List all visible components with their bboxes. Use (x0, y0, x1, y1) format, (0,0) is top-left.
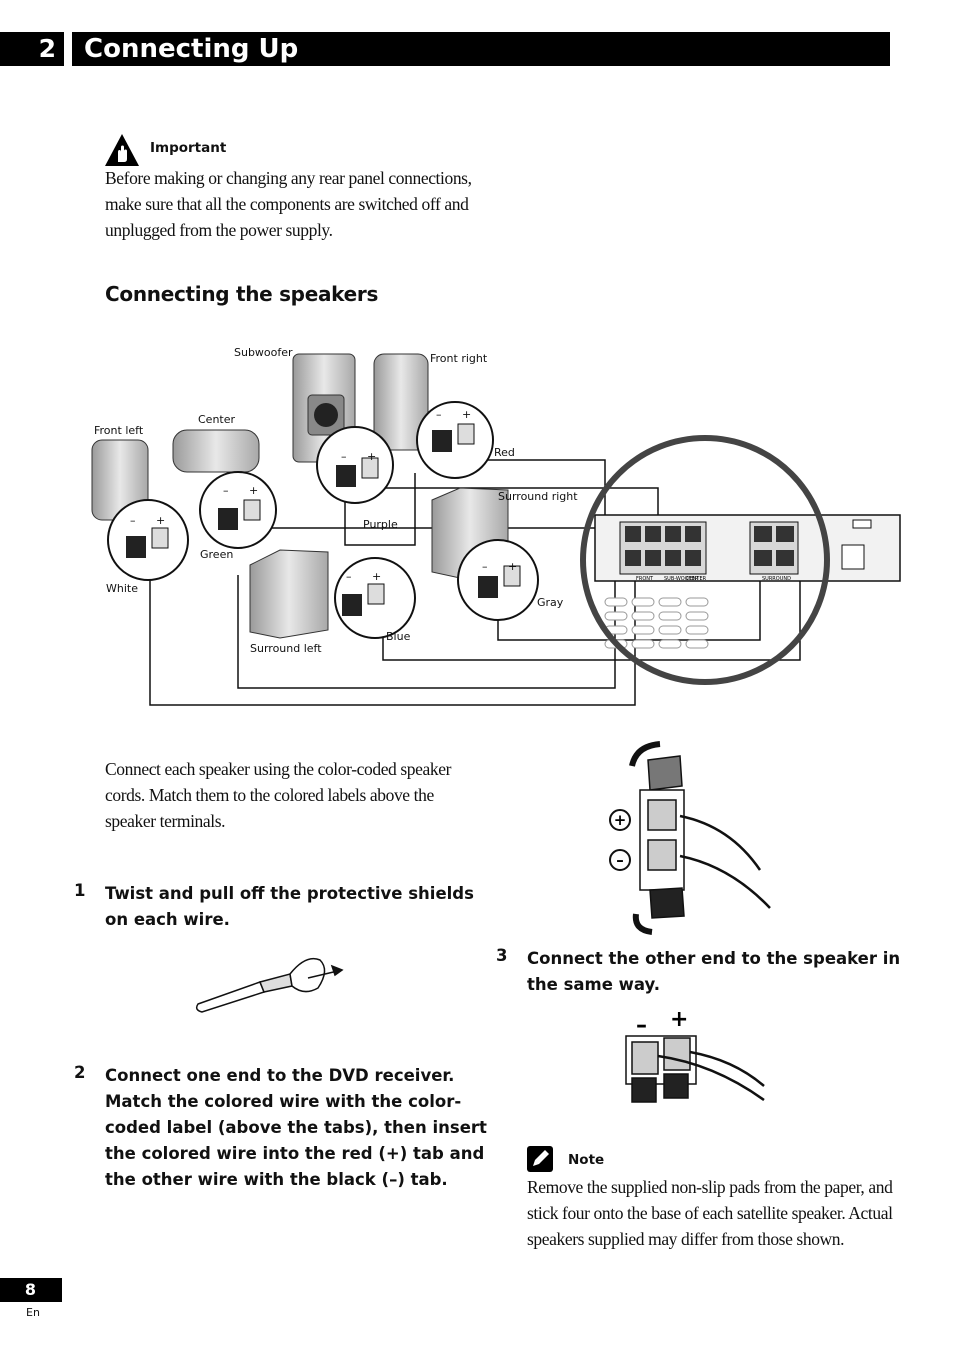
important-label: Important (150, 140, 227, 156)
minus-symbol-icon (609, 849, 631, 871)
chapter-number: 2 (0, 32, 64, 66)
svg-text:–: – (636, 1013, 647, 1038)
step-3-number: 3 (496, 946, 508, 965)
label-green: Green (200, 548, 233, 561)
svg-text:–: – (616, 851, 624, 869)
step-3-text: Connect the other end to the speaker in … (527, 949, 901, 994)
note-label: Note (568, 1152, 605, 1168)
label-surround-right: Surround right (498, 490, 578, 503)
receiver-rear-panel: FRONT SUB-WOOFER CENTER SURROUND (594, 514, 901, 649)
svg-text:–: – (346, 570, 352, 583)
label-red: Red (494, 446, 515, 459)
svg-text:–: – (341, 450, 347, 463)
svg-text:+: + (372, 570, 381, 583)
svg-text:+: + (249, 484, 258, 497)
svg-text:SUB-WOOFER: SUB-WOOFER (664, 576, 699, 582)
label-center: Center (198, 413, 236, 426)
svg-text:+: + (367, 450, 376, 463)
terminal-front-right (416, 401, 494, 479)
step-2-text: Connect one end to the DVD receiver. Mat… (105, 1066, 487, 1189)
note-pencil-icon (527, 1146, 553, 1172)
speaker-connection-diagram: Subwoofer Front right Center Front left … (91, 346, 901, 706)
svg-text:CENTER: CENTER (686, 576, 707, 582)
svg-text:+: + (462, 408, 471, 421)
surround-left-speaker (249, 549, 329, 639)
svg-text:–: – (130, 514, 136, 527)
page-language: En (26, 1306, 40, 1319)
important-text: Before making or changing any rear panel… (105, 168, 472, 240)
label-purple: Purple (363, 518, 398, 531)
speaker-terminal-figure: – + (625, 1007, 765, 1103)
intro-text: Connect each speaker using the color-cod… (105, 759, 452, 831)
svg-text:+: + (156, 514, 165, 527)
wire-shield-figure (195, 957, 344, 1013)
svg-text:+: + (508, 560, 517, 573)
label-front-right: Front right (430, 352, 488, 365)
svg-text:–: – (436, 408, 442, 421)
subwoofer-speaker (292, 353, 356, 463)
step-1-text: Twist and pull off the protective shield… (105, 884, 474, 929)
receiver-terminal-figure: + – (609, 741, 771, 935)
label-white: White (106, 582, 138, 595)
svg-text:+: + (670, 1007, 688, 1032)
magnifier-circle (580, 435, 830, 685)
step-2-number: 2 (74, 1063, 86, 1082)
svg-text:–: – (223, 484, 229, 497)
plus-symbol-icon (609, 809, 631, 831)
warning-hand-icon (105, 134, 139, 166)
label-subwoofer: Subwoofer (234, 346, 293, 359)
front-right-speaker (373, 353, 429, 451)
label-gray: Gray (537, 596, 564, 609)
terminal-front-left (107, 499, 189, 581)
svg-text:SURROUND: SURROUND (762, 576, 791, 582)
svg-text:–: – (482, 560, 488, 573)
note-text: Remove the supplied non-slip pads from t… (527, 1177, 893, 1249)
page-number: 8 (0, 1278, 62, 1302)
label-surround-left: Surround left (250, 642, 322, 655)
svg-text:+: + (614, 811, 627, 829)
center-speaker (172, 429, 260, 473)
svg-text:FRONT: FRONT (636, 576, 654, 582)
step-1-number: 1 (74, 881, 86, 900)
chapter-title: Connecting Up (72, 32, 890, 66)
section-title: Connecting the speakers (105, 282, 379, 306)
label-blue: Blue (386, 630, 411, 643)
label-front-left: Front left (94, 424, 144, 437)
